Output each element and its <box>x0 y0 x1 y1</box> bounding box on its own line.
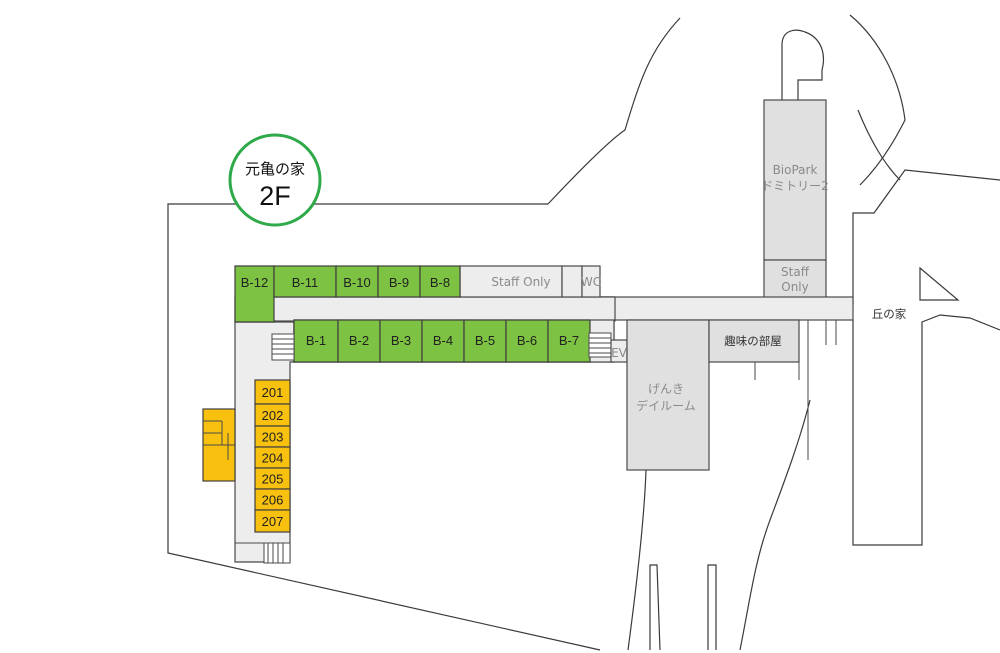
label-b-5: B-5 <box>475 333 495 348</box>
room-b-10[interactable] <box>335 265 379 298</box>
label-b-12: B-12 <box>241 275 268 290</box>
label-dayroom-1: げんき <box>648 382 684 396</box>
label-room-201: 201 <box>262 385 284 400</box>
label-room-203: 203 <box>262 430 284 445</box>
path-strip-2 <box>707 564 717 650</box>
label-staff-only-2a: Staff <box>781 265 810 279</box>
oka-no-ie-building <box>852 169 1000 546</box>
genki-dayroom <box>626 319 710 471</box>
oka-no-ie-triangle <box>919 266 960 301</box>
label-biopark-1: BioPark <box>773 163 818 177</box>
site-outline-left-curve <box>547 17 681 205</box>
room-b-12[interactable] <box>234 265 275 323</box>
stairs-south <box>235 542 291 564</box>
label-room-206: 206 <box>262 493 284 508</box>
label-b-10: B-10 <box>343 275 370 290</box>
green-rooms-top <box>234 265 461 323</box>
room-207[interactable] <box>254 509 291 533</box>
label-b-6: B-6 <box>517 333 537 348</box>
label-b-8: B-8 <box>430 275 450 290</box>
label-b-2: B-2 <box>349 333 369 348</box>
label-biopark-2: ドミトリー2 <box>761 179 829 193</box>
site-outline-top-curve <box>849 14 906 186</box>
connector-bridge <box>599 296 854 321</box>
label-wc: WC <box>581 275 601 289</box>
green-rooms-bottom: B-1 B-2 B-3 B-4 B-5 B-6 B-7 <box>293 319 591 363</box>
staff-only-side <box>561 265 583 298</box>
room-b-8[interactable] <box>419 265 461 298</box>
site-outline-bottom-left <box>627 469 647 651</box>
biopark-tower <box>781 29 825 100</box>
label-room-207: 207 <box>262 514 284 529</box>
label-b-3: B-3 <box>391 333 411 348</box>
badge-building-name: 元亀の家 <box>245 160 305 178</box>
staff-only-right-room <box>763 259 827 299</box>
site-outline <box>167 203 601 651</box>
path-strip-1 <box>649 564 661 651</box>
site-outline-inner-curve <box>857 109 901 181</box>
site-outline-bottom-right <box>739 399 811 651</box>
hobby-room <box>708 319 800 363</box>
wc-room <box>581 265 601 298</box>
label-b-9: B-9 <box>389 275 409 290</box>
label-room-204: 204 <box>262 451 284 466</box>
room-b-7[interactable] <box>547 319 591 363</box>
stairs-east <box>588 332 612 358</box>
room-b-2[interactable] <box>337 319 381 363</box>
room-b-1[interactable] <box>293 319 339 363</box>
stairs-west <box>271 333 295 361</box>
room-b-3[interactable] <box>379 319 423 363</box>
room-b-9[interactable] <box>377 265 421 298</box>
label-staff-only-2b: Only <box>781 280 809 294</box>
room-b-11[interactable] <box>273 265 337 298</box>
label-b-11: B-11 <box>292 275 319 290</box>
label-ev: EV <box>611 346 628 360</box>
building-badge: 元亀の家 2F <box>228 133 322 227</box>
badge-circle <box>228 133 322 227</box>
staff-only-room <box>459 265 563 298</box>
yellow-side-block <box>202 408 236 482</box>
label-hobby-room: 趣味の部屋 <box>724 334 782 348</box>
label-b-1: B-1 <box>306 333 326 348</box>
label-staff-only: Staff Only <box>491 275 550 289</box>
yellow-rooms: 201 202 203 204 205 206 207 <box>254 379 291 533</box>
label-room-202: 202 <box>262 408 284 423</box>
room-b-4[interactable] <box>421 319 465 363</box>
label-b-7: B-7 <box>559 333 579 348</box>
badge-floor: 2F <box>259 181 291 211</box>
label-b-4: B-4 <box>433 333 453 348</box>
corridor-top-strip <box>234 296 616 322</box>
label-oka-no-ie: 丘の家 <box>872 307 907 321</box>
label-room-205: 205 <box>262 472 284 487</box>
label-dayroom-2: デイルーム <box>636 398 696 413</box>
